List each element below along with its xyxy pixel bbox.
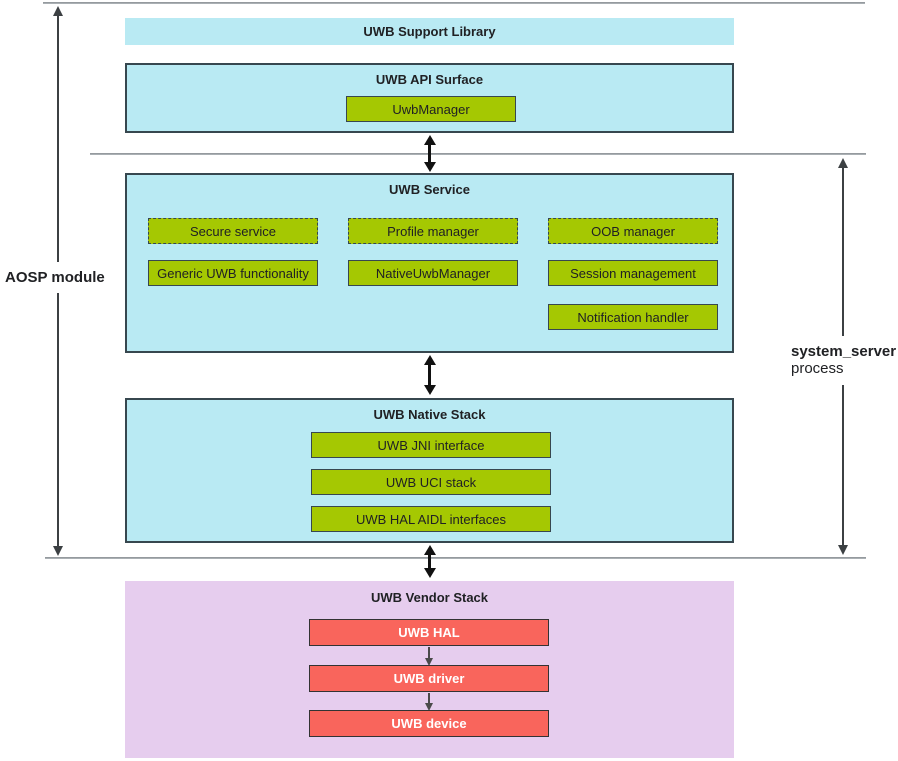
uwb-driver-box: UWB driver: [309, 665, 549, 692]
uwb-device-box: UWB device: [309, 710, 549, 737]
system-server-label-line2: process: [791, 360, 844, 378]
driver-device-arrow: [425, 693, 433, 711]
generic-uwb-functionality-box: Generic UWB functionality: [148, 260, 318, 286]
system-server-label: system_server process: [788, 336, 898, 385]
api-service-arrow: [423, 135, 436, 172]
native-stack-title: UWB Native Stack: [373, 407, 486, 422]
uwb-hal-box: UWB HAL: [309, 619, 549, 646]
aosp-module-label-text: AOSP module: [5, 269, 105, 286]
secure-service-box: Secure service: [148, 218, 318, 244]
vendor-stack-title: UWB Vendor Stack: [370, 590, 489, 605]
api-surface-title: UWB API Surface: [375, 72, 484, 87]
aosp-module-label: AOSP module: [2, 262, 108, 294]
service-box: UWB Service Secure service Profile manag…: [125, 173, 734, 353]
vendor-stack-box: UWB Vendor Stack UWB HAL UWB driver UWB …: [125, 581, 734, 758]
vendor-boundary-line: [45, 557, 866, 559]
session-management-box: Session management: [548, 260, 718, 286]
support-library-title: UWB Support Library: [363, 24, 496, 39]
uwb-uci-stack-box: UWB UCI stack: [311, 469, 551, 495]
api-surface-box: UWB API Surface UwbManager: [125, 63, 734, 133]
service-title: UWB Service: [389, 182, 470, 197]
native-vendor-arrow: [423, 545, 436, 578]
native-uwb-manager-box: NativeUwbManager: [348, 260, 518, 286]
system-server-label-line1: system_server: [791, 343, 897, 360]
uwb-hal-aidl-interfaces-box: UWB HAL AIDL interfaces: [311, 506, 551, 532]
support-library-box: UWB Support Library: [125, 18, 734, 45]
uwbmanager-box: UwbManager: [346, 96, 516, 122]
native-stack-box: UWB Native Stack UWB JNI interface UWB U…: [125, 398, 734, 543]
hal-driver-arrow: [425, 647, 433, 666]
oob-manager-box: OOB manager: [548, 218, 718, 244]
top-boundary-line: [43, 2, 865, 4]
system-server-boundary-line: [90, 153, 866, 155]
profile-manager-box: Profile manager: [348, 218, 518, 244]
uwb-jni-interface-box: UWB JNI interface: [311, 432, 551, 458]
notification-handler-box: Notification handler: [548, 304, 718, 330]
service-native-arrow: [423, 355, 436, 395]
